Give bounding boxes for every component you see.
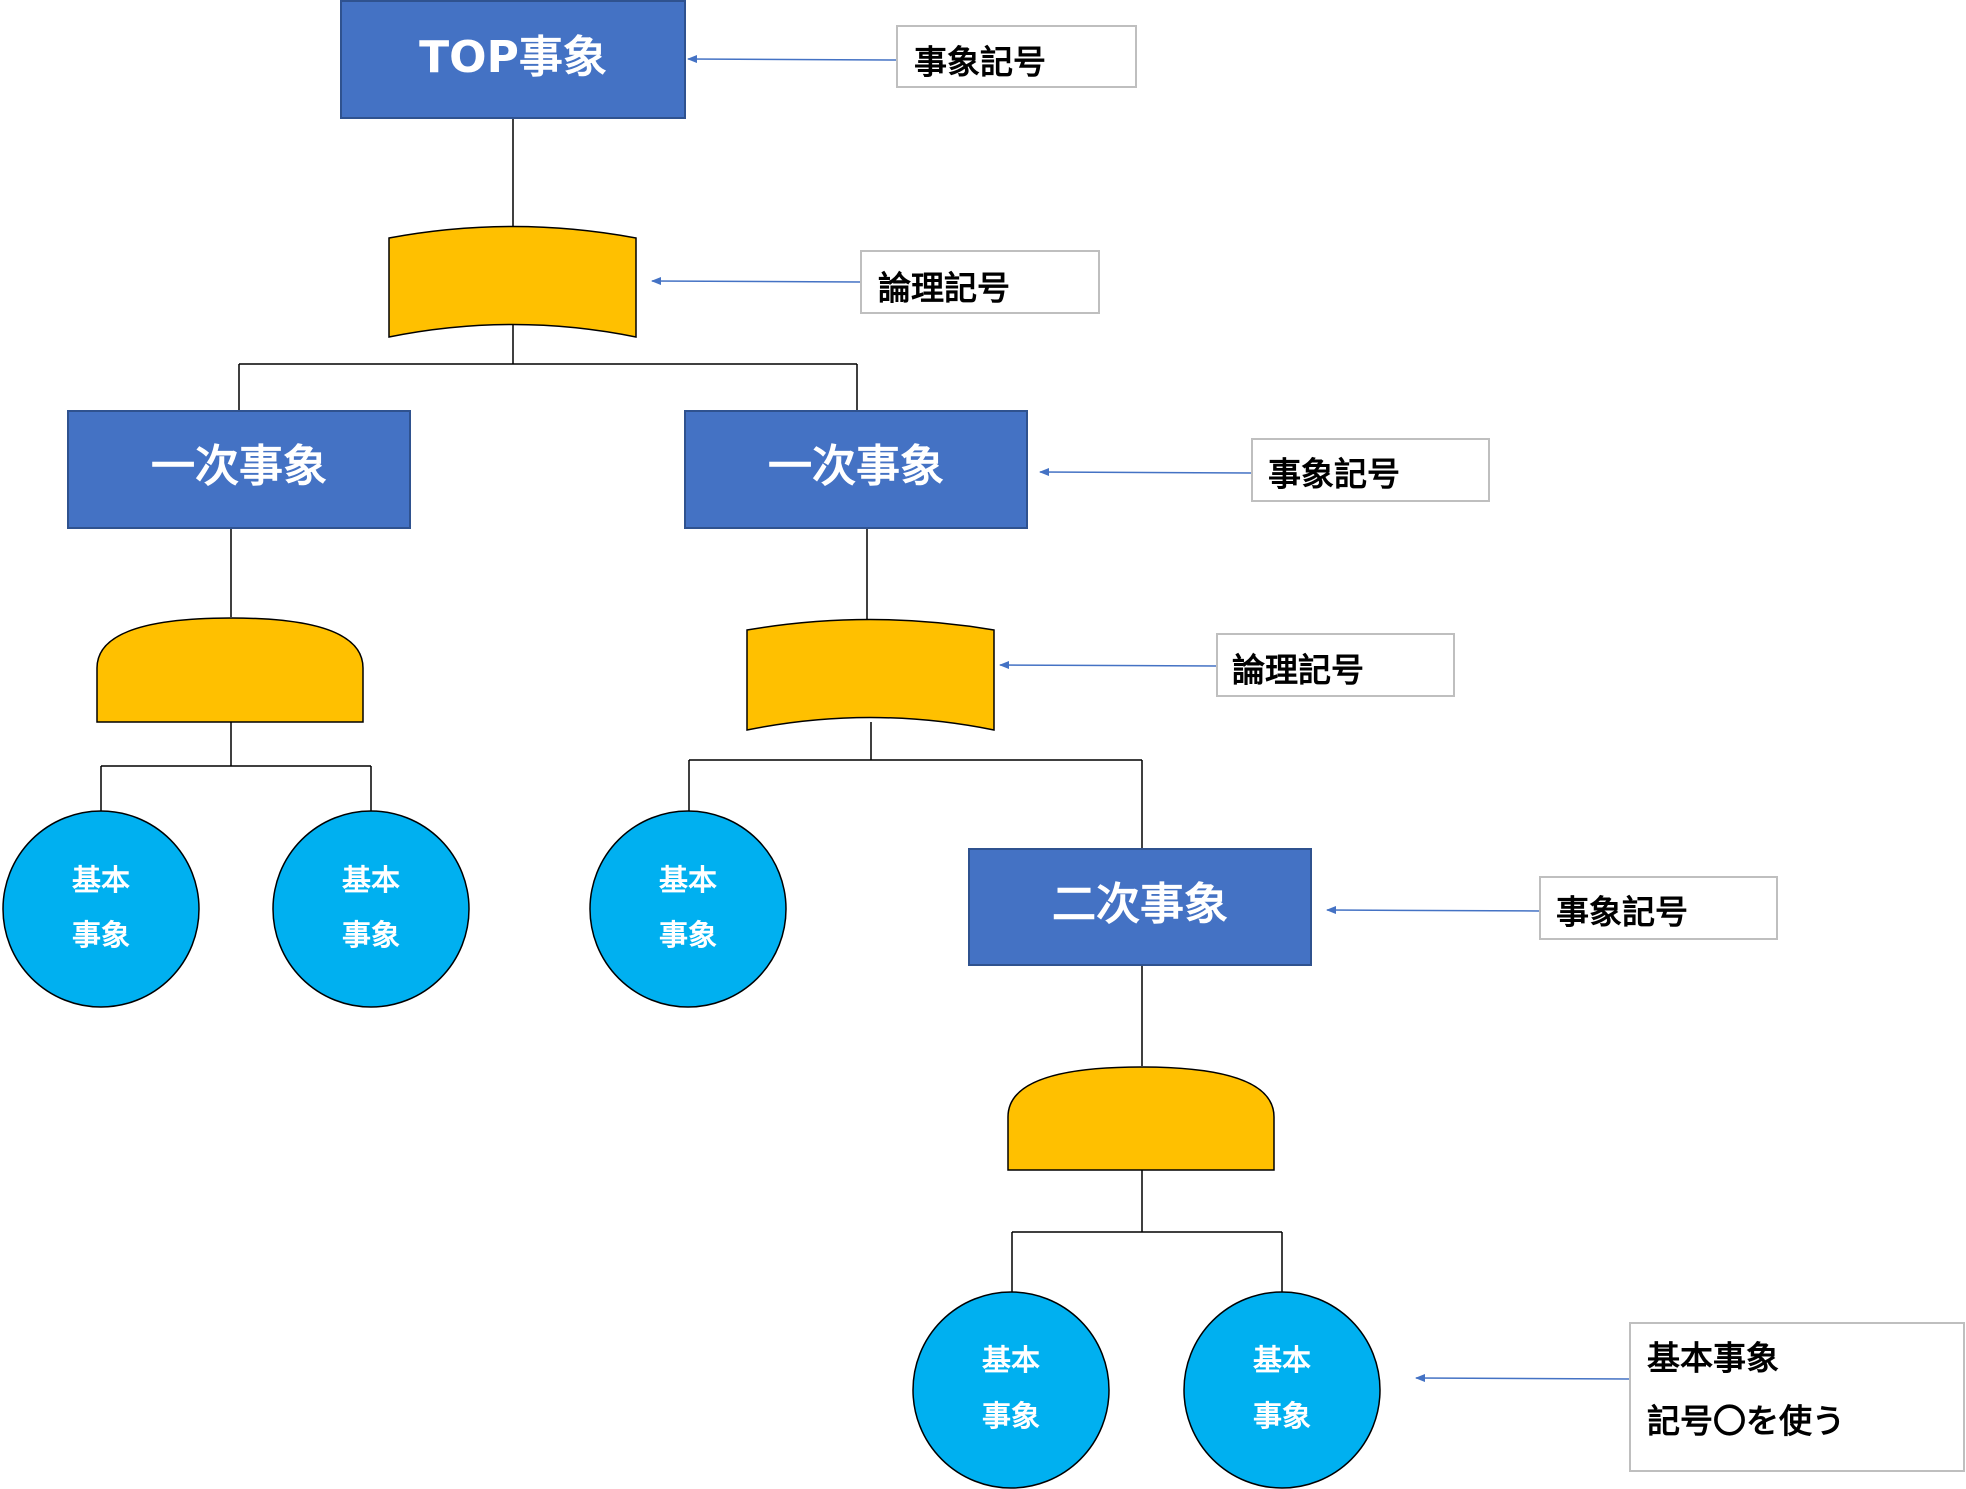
event-primary-left: 一次事象 <box>67 410 411 529</box>
basic-event-3-line2: 事象 <box>659 918 717 952</box>
event-primary-right: 一次事象 <box>684 410 1028 529</box>
note-basic-symbol: 基本事象 記号〇を使う <box>1629 1322 1965 1472</box>
or-gate-icon <box>746 618 995 731</box>
note-basic-symbol-line2: 記号〇を使う <box>1647 1402 1845 1441</box>
event-secondary-label: 二次事象 <box>1052 879 1228 930</box>
event-top: TOP事象 <box>340 0 686 119</box>
basic-event-1-line1: 基本 <box>72 863 130 897</box>
arrow-event-symbol-3 <box>1326 906 1540 915</box>
basic-event-5-line1: 基本 <box>1253 1343 1311 1377</box>
note-logic-symbol-2-text: 論理記号 <box>1232 651 1364 690</box>
annotation-arrows <box>651 55 1630 1383</box>
note-event-symbol-3-text: 事象記号 <box>1556 893 1688 932</box>
arrow-basic-symbol <box>1415 1374 1630 1383</box>
note-logic-symbol-1-text: 論理記号 <box>878 269 1010 308</box>
event-primary-left-label: 一次事象 <box>151 441 327 492</box>
event-primary-right-label: 一次事象 <box>768 441 944 492</box>
arrow-logic-symbol-1 <box>651 277 861 286</box>
basic-event-5: 基本 事象 <box>1183 1291 1381 1489</box>
note-basic-symbol-line1: 基本事象 <box>1647 1339 1779 1378</box>
basic-event-2-line2: 事象 <box>342 918 400 952</box>
basic-event-4-line2: 事象 <box>982 1399 1040 1433</box>
connector-lines <box>100 118 1283 1292</box>
note-event-symbol-1-text: 事象記号 <box>914 43 1046 82</box>
basic-event-1-line2: 事象 <box>72 918 130 952</box>
basic-event-4: 基本 事象 <box>912 1291 1110 1489</box>
basic-event-3-line1: 基本 <box>659 863 717 897</box>
basic-event-1: 基本 事象 <box>2 810 200 1008</box>
event-secondary: 二次事象 <box>968 848 1312 966</box>
note-event-symbol-3: 事象記号 <box>1539 876 1778 940</box>
and-gate-icon <box>1007 1066 1275 1171</box>
note-logic-symbol-1: 論理記号 <box>860 250 1100 314</box>
basic-event-3: 基本 事象 <box>589 810 787 1008</box>
arrow-event-symbol-2 <box>1039 468 1252 477</box>
basic-event-2: 基本 事象 <box>272 810 470 1008</box>
or-gate-icon <box>388 225 637 338</box>
and-gate-icon <box>96 617 364 723</box>
note-event-symbol-2-text: 事象記号 <box>1268 455 1400 494</box>
basic-event-4-line1: 基本 <box>982 1343 1040 1377</box>
arrow-event-symbol-1 <box>687 55 897 64</box>
note-event-symbol-1: 事象記号 <box>896 25 1137 88</box>
note-logic-symbol-2: 論理記号 <box>1216 633 1455 697</box>
event-top-label: TOP事象 <box>419 32 607 83</box>
note-event-symbol-2: 事象記号 <box>1251 438 1490 502</box>
basic-event-5-line2: 事象 <box>1253 1399 1311 1433</box>
arrow-logic-symbol-2 <box>999 661 1217 670</box>
basic-event-2-line1: 基本 <box>342 863 400 897</box>
